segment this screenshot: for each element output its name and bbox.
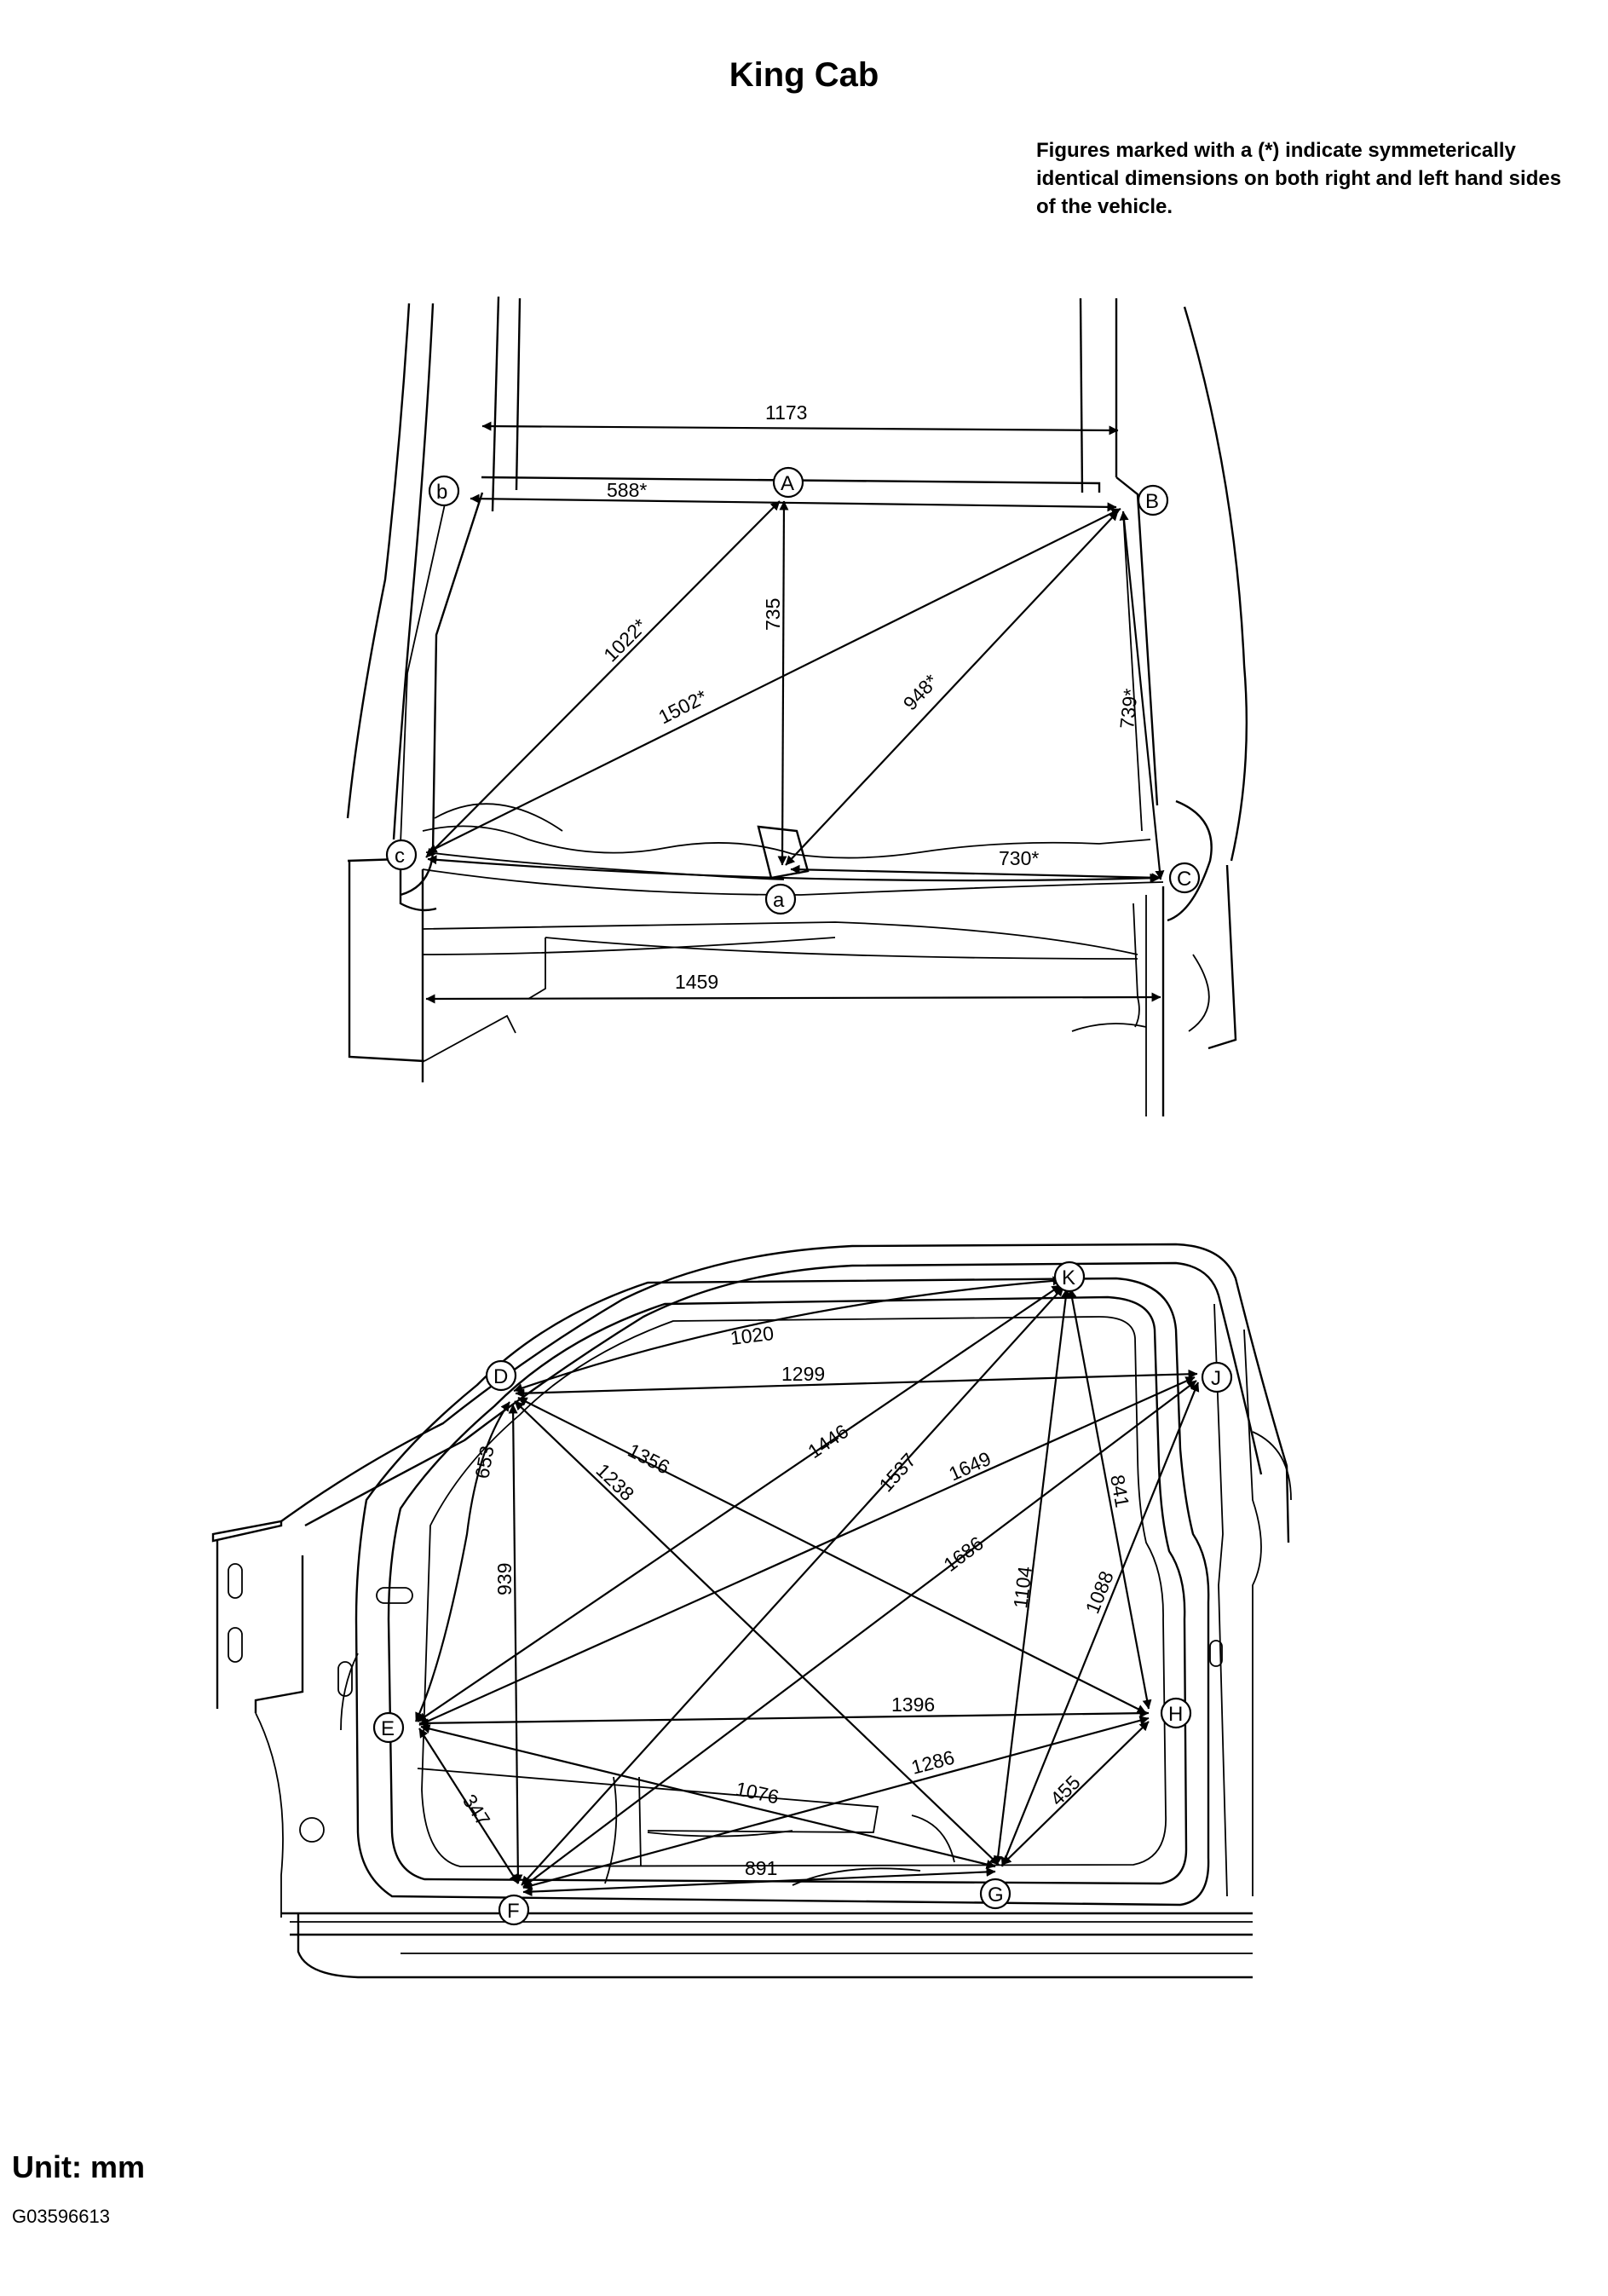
point-E: E [372,1711,405,1744]
dim-1020-label: 1020 [729,1322,775,1349]
dim-1299-label: 1299 [781,1363,825,1385]
svg-text:G: G [988,1884,1004,1907]
dim-347-label: 347 [458,1791,495,1830]
point-G: G [979,1878,1011,1910]
unit-label: Unit: mm [12,2149,145,2184]
dim-1446-label: 1446 [804,1420,852,1462]
side-view-dimensions [414,1276,1200,1897]
point-C: C [1168,862,1201,894]
side-view-reference-points: K D J E H F G [372,1260,1233,1926]
dim-455-label: 455 [1046,1771,1085,1810]
point-D: D [485,1359,517,1392]
dim-891-label: 891 [745,1857,777,1879]
dim-735-label: 735 [762,598,784,631]
dim-1459-label: 1459 [675,971,718,993]
point-c: c [385,839,418,871]
svg-text:A: A [781,472,794,495]
svg-text:H: H [1168,1703,1183,1726]
dim-739-label: 739* [1115,688,1142,730]
svg-text:K: K [1062,1266,1075,1289]
dim-1356-label: 1356 [625,1439,673,1478]
dim-1396-label: 1396 [891,1693,935,1716]
svg-text:F: F [507,1900,520,1923]
svg-text:a: a [773,889,785,912]
dim-1022-label: 1022* [599,614,651,666]
figure-id: G03596613 [12,2206,110,2227]
point-K: K [1053,1260,1086,1293]
point-a: a [764,883,797,915]
dim-1104-label: 1104 [1009,1565,1036,1609]
dim-939-label: 939 [493,1563,516,1595]
top-view-reference-points: A b B c a C [385,466,1201,915]
page-title: King Cab [729,56,879,94]
dim-1649-label: 1649 [945,1447,994,1485]
side-view-dimension-labels: 1020 1299 1356 1446 1537 1649 1238 653 8… [458,1322,1134,1879]
svg-text:B: B [1145,490,1159,513]
dim-730-label: 730* [999,847,1039,869]
top-view-dimensions [425,421,1165,1004]
dim-653-label: 653 [470,1445,498,1480]
point-J: J [1201,1361,1233,1393]
point-F: F [498,1894,530,1926]
dim-1286-label: 1286 [909,1745,957,1778]
point-H: H [1160,1697,1192,1729]
svg-text:b: b [436,481,447,504]
dim-588-label: 588* [607,479,647,501]
svg-text:c: c [395,845,405,868]
point-b: b [428,475,460,507]
dim-948-label: 948* [899,670,942,714]
dim-1502-label: 1502* [654,685,710,728]
top-view-dimension-labels: 1173 588* 735 1022* 1502* 948* 739* 730*… [599,401,1142,993]
dim-1076-label: 1076 [734,1777,781,1808]
point-B: B [1137,484,1169,516]
point-A: A [772,466,804,499]
svg-text:D: D [493,1365,508,1388]
svg-text:J: J [1211,1367,1221,1390]
dim-1173-label: 1173 [765,401,807,424]
symmetry-note: Figures marked with a (*) indicate symme… [1036,139,1562,218]
svg-text:C: C [1177,868,1191,891]
svg-text:E: E [381,1717,395,1740]
